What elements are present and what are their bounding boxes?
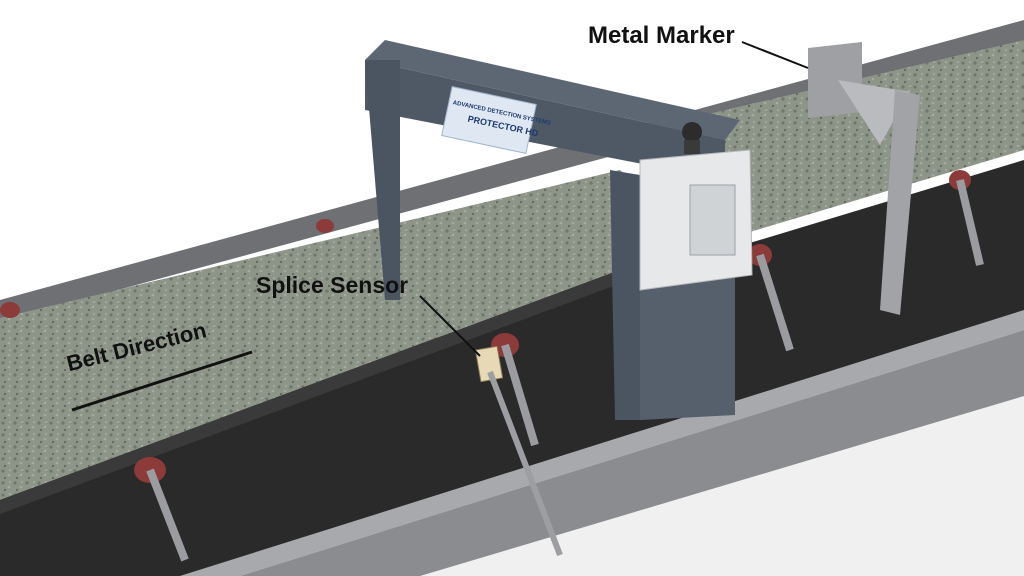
metal-marker-device bbox=[808, 42, 920, 315]
metal-marker-label: Metal Marker bbox=[588, 22, 735, 49]
back-rail bbox=[0, 20, 1024, 322]
splice-sensor-device bbox=[474, 345, 563, 557]
belt-edge bbox=[0, 240, 705, 514]
control-box bbox=[639, 122, 753, 291]
belt-direction-underline bbox=[71, 350, 253, 412]
splice-sensor-label: Splice Sensor bbox=[256, 272, 409, 298]
carry-belt bbox=[0, 170, 700, 500]
metal-marker-leader bbox=[741, 41, 809, 69]
metal-detector: ADVANCED DETECTION SYSTEMS PROTECTOR HD bbox=[365, 40, 740, 420]
idler-brackets bbox=[146, 179, 984, 562]
splice-sensor-leader bbox=[419, 295, 481, 357]
